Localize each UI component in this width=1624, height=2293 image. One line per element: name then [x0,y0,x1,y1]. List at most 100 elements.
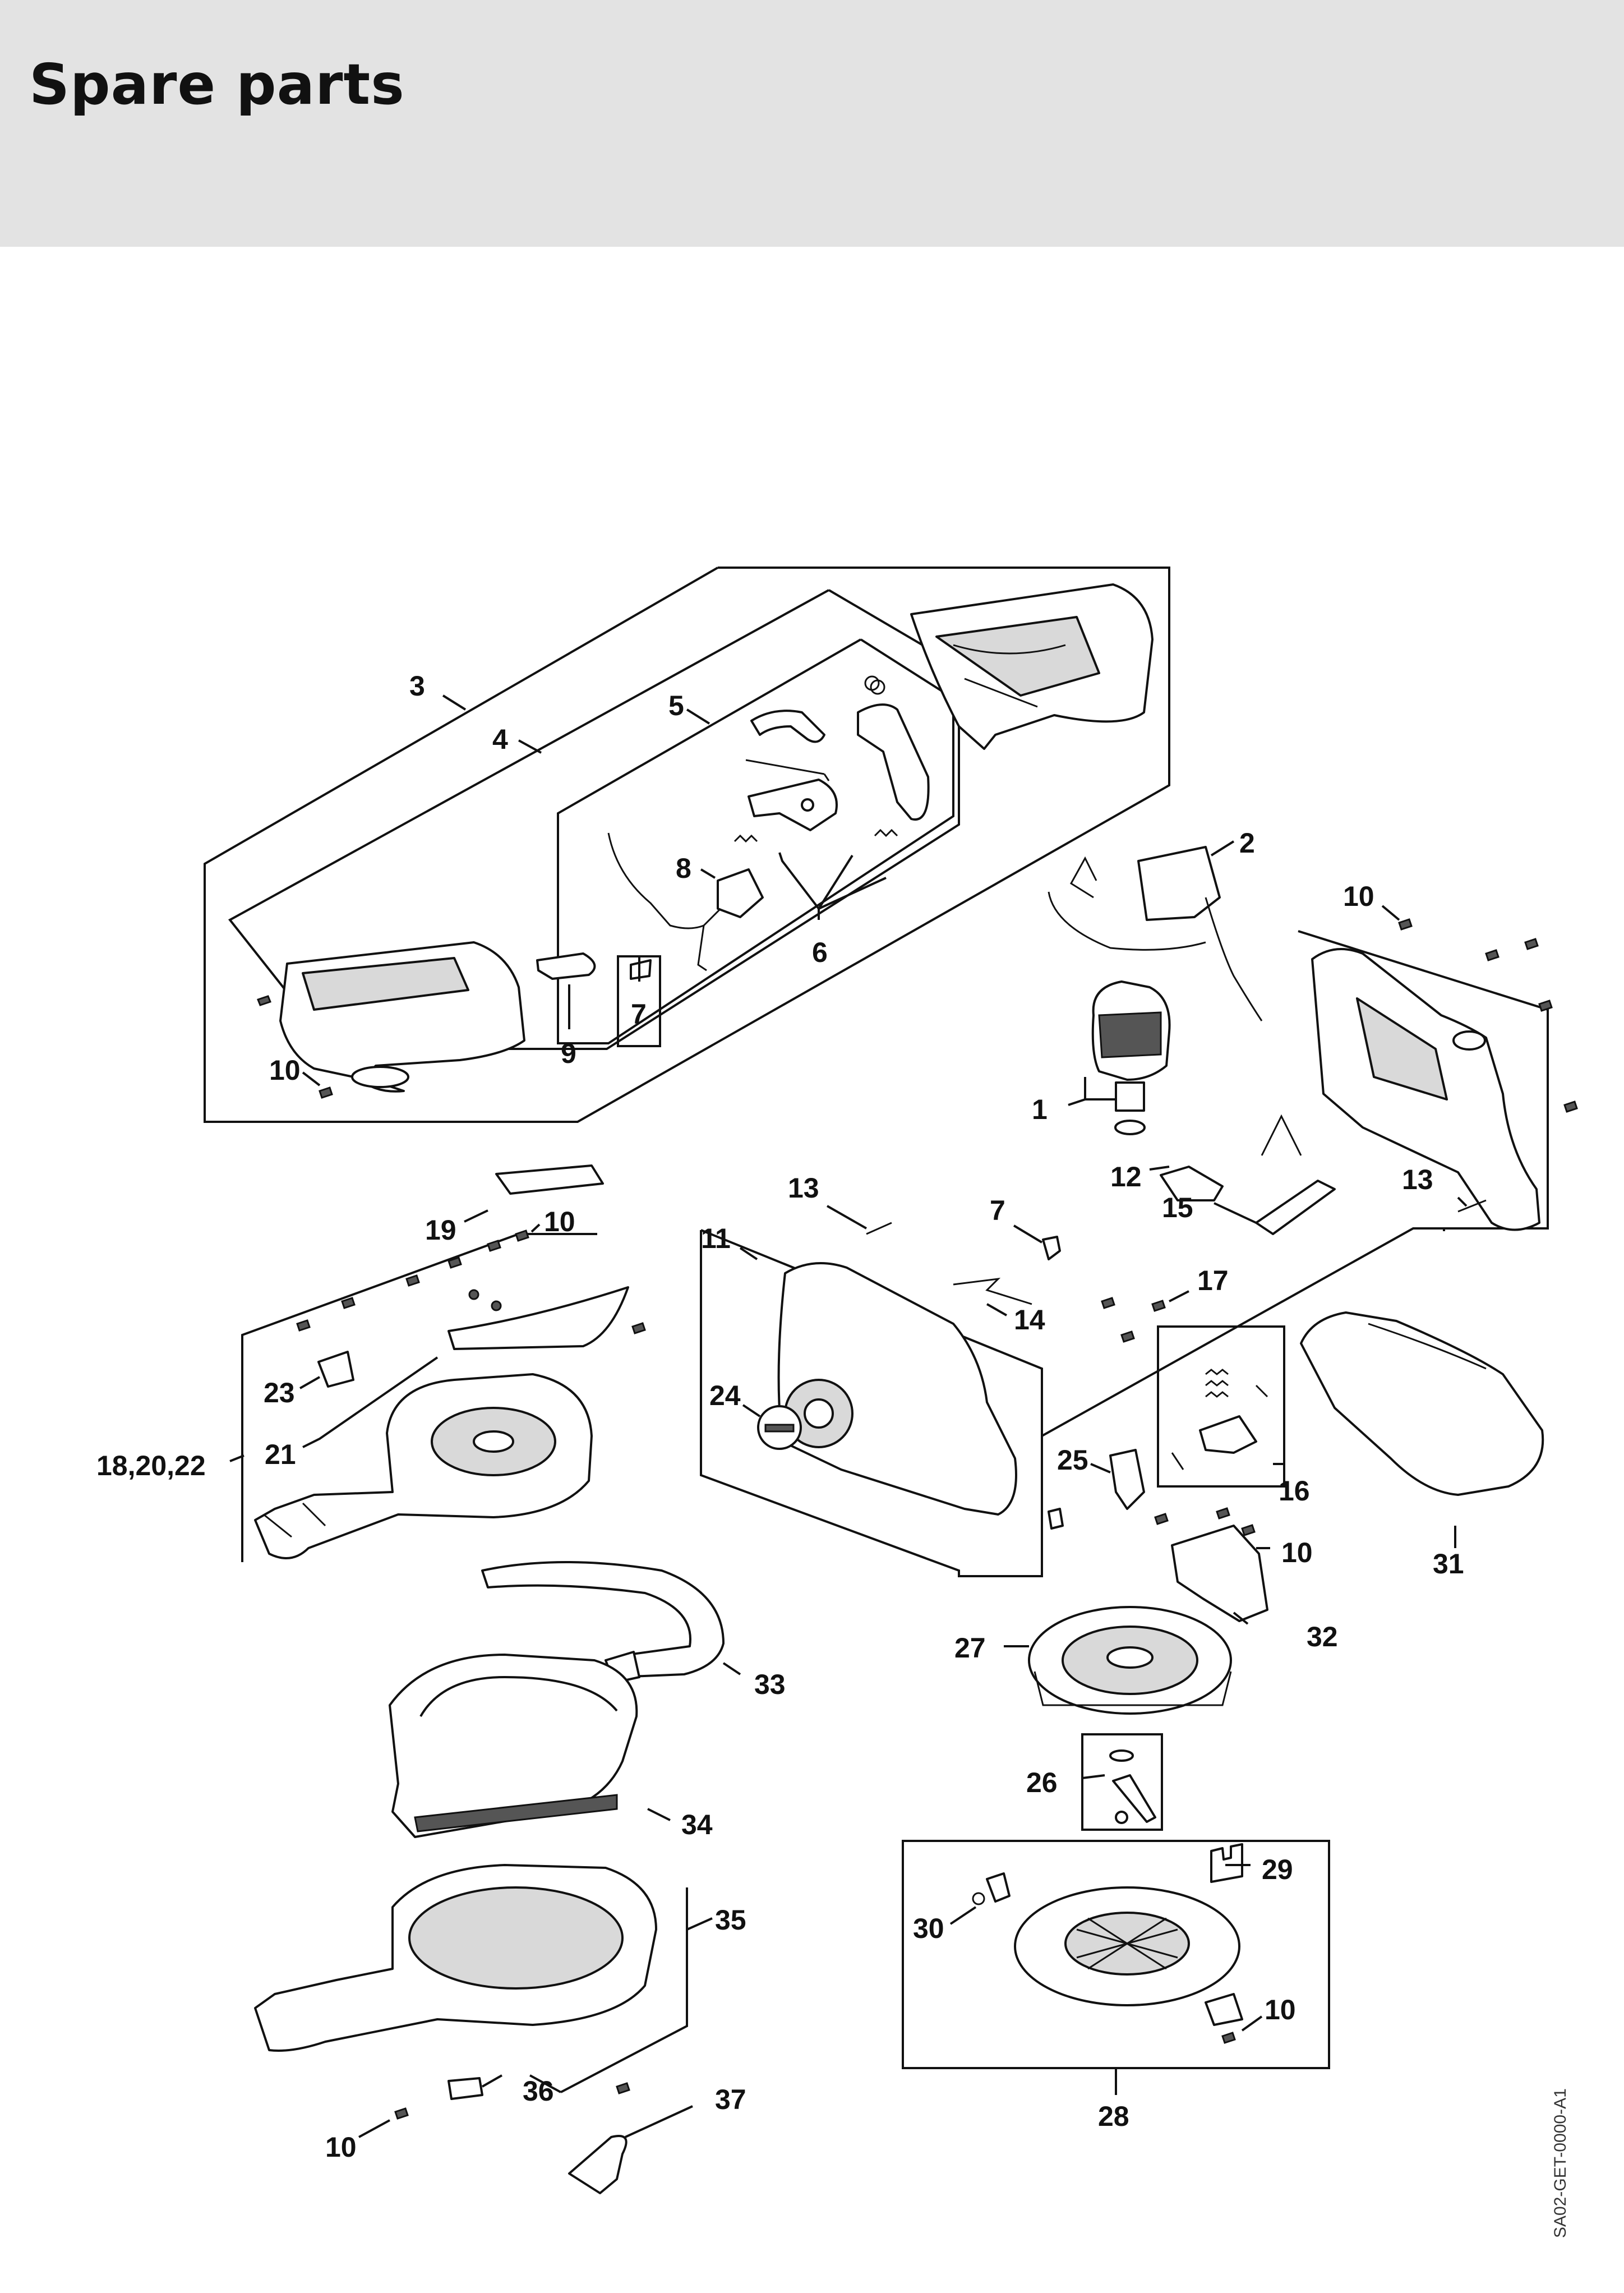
part-spring-5 [864,675,885,695]
callout-23: 23 [264,1377,295,1408]
callout-30: 30 [913,1913,944,1944]
callout-28: 28 [1098,2101,1129,2132]
part-screws-10d [296,1230,646,1334]
part-bar-5 [750,710,825,743]
callout-27: 27 [954,1632,986,1664]
callout-26: 26 [1026,1767,1058,1798]
part-fan-27 [1028,1606,1232,1715]
callout-13b: 13 [1402,1164,1433,1195]
part-clip-small [1048,1508,1064,1530]
page-title: Spare parts [29,52,405,117]
callout-10f: 10 [1265,1994,1296,2025]
callout-8: 8 [676,853,691,884]
part-screws-10c [1398,918,1578,1113]
part-cover-32 [1171,1525,1268,1622]
callout-25: 25 [1057,1444,1088,1476]
callout-10d: 10 [544,1206,575,1237]
callout-9: 9 [561,1038,576,1069]
part-fan-housing-21 [254,1373,593,1559]
part-screws-17 [1101,1297,1166,1343]
frame-group-26 [1081,1733,1163,1831]
part-pin-5 [745,759,830,781]
part-group-26 [1109,1749,1156,1824]
callout-33: 33 [754,1669,786,1700]
part-cable-harness-2 [1048,846,1263,1021]
callout-21: 21 [265,1439,296,1470]
callout-18-20-22: 18,20,22 [96,1450,206,1481]
part-clip-29 [1210,1843,1243,1883]
callout-16: 16 [1279,1475,1310,1507]
frame-group-16 [1157,1325,1285,1488]
header-banner: Spare parts [0,0,1624,247]
callout-12: 12 [1110,1161,1142,1192]
callout-7b: 7 [990,1195,1005,1226]
part-lever-5 [857,703,930,821]
callout-3: 3 [409,670,425,702]
part-handle-housing-3 [910,583,1154,750]
frame-bracket-18 [241,1233,597,1562]
callout-24: 24 [709,1380,741,1411]
frame-housing-11 [700,1229,1043,1577]
part-tube-cover-31 [1300,1311,1544,1496]
callout-17: 17 [1197,1265,1229,1296]
callout-34: 34 [681,1809,713,1840]
part-screw-10f [1221,2032,1236,2044]
part-guard-37 [568,2135,628,2194]
callout-15: 15 [1162,1192,1193,1223]
leader-lines [229,694,1468,2138]
part-handle-shell-4 [257,941,525,1093]
callout-4: 4 [492,724,508,755]
part-pin-13a [866,1222,892,1235]
part-switch-7 [630,959,652,980]
callout-14: 14 [1014,1304,1045,1336]
callout-2: 2 [1239,827,1255,859]
part-motor-1 [1091,980,1171,1135]
part-spring-30 [972,1872,1011,1905]
callout-11: 11 [701,1223,731,1254]
part-housing-half-11 [777,1262,1017,1516]
part-switch-8 [607,832,764,971]
part-ring-34 [389,1654,638,1838]
callout-10g: 10 [325,2131,357,2163]
part-hose-33 [481,1561,725,1684]
frame-handle-right [1443,1010,1549,1231]
callout-10c: 10 [1343,881,1374,912]
callout-36: 36 [523,2075,554,2107]
part-latch-25 [1109,1449,1145,1510]
part-badge-24 [757,1405,802,1450]
part-trigger-5 [748,779,838,831]
callout-37: 37 [715,2084,746,2115]
callout-35: 35 [715,1904,746,1936]
callout-13a: 13 [788,1172,819,1204]
part-screws-10g [394,2082,630,2120]
callout-19: 19 [425,1214,456,1246]
callout-6: 6 [812,937,828,968]
callout-1: 1 [1032,1094,1048,1125]
part-tab-23 [317,1351,354,1388]
callout-5: 5 [668,690,684,721]
part-label-19 [495,1164,604,1195]
part-handle-cover-right [1311,948,1540,1231]
part-screws-10e [1154,1507,1256,1536]
callout-31: 31 [1433,1548,1464,1580]
callout-7a: 7 [631,998,647,1030]
callout-32: 32 [1307,1621,1338,1652]
part-pin-13b [1457,1199,1487,1213]
callout-labels: 3 4 5 6 7 8 9 10 2 10 1 12 15 13 13 7 11… [96,670,1464,2163]
part-button-15 [1255,1114,1336,1235]
frame-group-35 [560,1887,688,2093]
part-strip-21 [447,1286,629,1350]
part-screw-10a [319,1086,333,1099]
reference-code: SA02-GET-0000-A1 [1551,2088,1570,2238]
part-housing-bottom-35 [254,1864,657,2052]
part-spring-14 [953,1277,1032,1305]
part-spring-6 [733,828,898,843]
callout-10e: 10 [1281,1537,1313,1568]
callout-29: 29 [1262,1854,1293,1885]
callout-10a: 10 [269,1055,301,1086]
part-pad-36 [447,2077,483,2100]
part-clip-9 [536,952,596,980]
part-filter-28 [1014,1886,1243,2026]
part-bracket-12 [1160,1166,1224,1201]
